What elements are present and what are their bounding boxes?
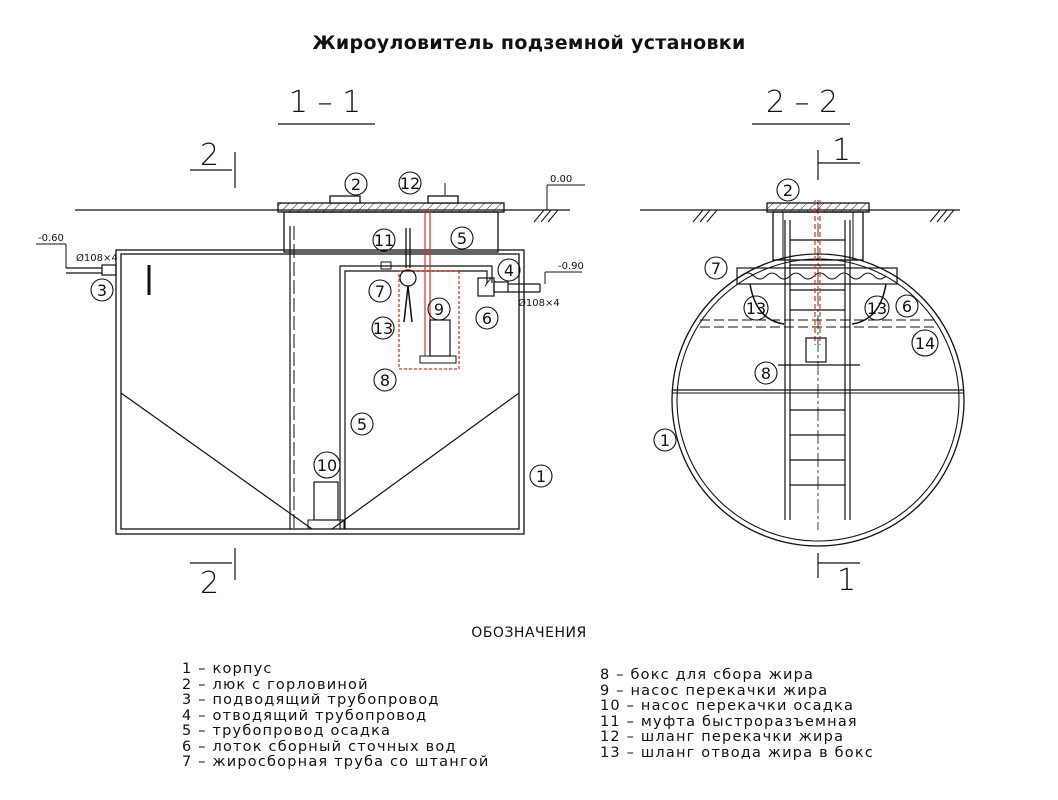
callouts-2-2: [653, 178, 939, 452]
callout-9: 9: [434, 300, 444, 319]
cut-mark-2-top: 2: [200, 138, 219, 173]
section-2-2: 2 – 2 1 1: [640, 85, 965, 598]
legend-item-5: 5 – трубопровод осадка: [182, 723, 392, 739]
cut-mark-1-top: 1: [832, 133, 851, 168]
callout-7: 7: [375, 282, 385, 301]
fat-pump: [429, 319, 451, 357]
level-inlet: -0.60: [38, 233, 64, 244]
legend-item-10: 10 – насос перекачки осадка: [600, 698, 855, 714]
legend-title: ОБОЗНАЧЕНИЯ: [471, 625, 587, 641]
callout-6-right: 6: [902, 297, 912, 316]
callout-3: 3: [97, 281, 107, 300]
section-1-1: 1 – 1 0.00 2 2: [36, 85, 585, 601]
outlet-pipe: [477, 277, 541, 297]
manhole-neck: [277, 195, 505, 253]
callout-5a: 5: [457, 229, 467, 248]
ladder: [784, 220, 851, 520]
technical-drawing: 1 – 1 0.00 2 2: [36, 85, 965, 601]
inlet-diameter: Ø108×4: [76, 252, 118, 264]
callout-8-right: 8: [761, 364, 771, 383]
inlet-pipe: [66, 264, 117, 276]
callout-13: 13: [373, 319, 393, 338]
legend-item-4: 4 – отводящий трубопровод: [182, 707, 428, 724]
callout-14: 14: [915, 334, 935, 353]
callout-11: 11: [374, 231, 394, 250]
legend-item-9: 9 – насос перекачки жира: [600, 682, 829, 699]
fat-collection-box: [398, 270, 460, 370]
callout-1-right: 1: [660, 431, 670, 450]
legend-item-2: 2 – люк с горловиной: [182, 676, 369, 693]
legend-item-7: 7 – жиросборная труба со штангой: [182, 754, 490, 770]
sludge-pump: [313, 481, 339, 521]
level-outlet: -0.90: [558, 261, 584, 272]
legend-right-column: 8 – бокс для сбора жира 9 – насос перека…: [600, 667, 874, 761]
legend-item-1: 1 – корпус: [182, 661, 273, 677]
callout-4: 4: [504, 261, 514, 280]
legend-left-column: 1 – корпус 2 – люк с горловиной 3 – подв…: [182, 661, 490, 771]
cut-mark-1-bottom: 1: [837, 563, 856, 598]
level-ground: 0.00: [550, 174, 572, 185]
callout-5b: 5: [357, 415, 367, 434]
callout-13-left: 13: [746, 299, 766, 318]
legend-item-6: 6 – лоток сборный сточных вод: [182, 738, 457, 755]
legend-item-12: 12 – шланг перекачки жира: [600, 729, 845, 745]
callout-8: 8: [380, 371, 390, 390]
outlet-diameter: Ø108×4: [518, 297, 560, 309]
callout-12: 12: [400, 174, 420, 193]
callout-13-right: 13: [867, 299, 887, 318]
diagram-title: Жироуловитель подземной установки: [312, 32, 746, 54]
callout-2-right: 2: [783, 181, 793, 200]
section-1-1-label: 1 – 1: [289, 85, 361, 120]
callout-2: 2: [351, 175, 361, 194]
section-2-2-label: 2 – 2: [766, 85, 838, 120]
callout-6: 6: [482, 309, 492, 328]
ground-hatch-left: [533, 209, 559, 223]
tray: [736, 267, 898, 285]
cut-mark-2-bottom: 2: [200, 566, 219, 601]
legend-item-3: 3 – подводящий трубопровод: [182, 692, 440, 708]
legend-item-13: 13 – шланг отвода жира в бокс: [600, 744, 874, 761]
callout-1: 1: [536, 467, 546, 486]
legend-item-8: 8 – бокс для сбора жира: [600, 667, 815, 683]
tank-body: [115, 249, 525, 535]
callout-10: 10: [317, 456, 337, 475]
callouts-1-1: [90, 171, 553, 488]
legend-item-11: 11 – муфта быстроразъемная: [600, 713, 858, 730]
callout-7-right: 7: [711, 259, 721, 278]
